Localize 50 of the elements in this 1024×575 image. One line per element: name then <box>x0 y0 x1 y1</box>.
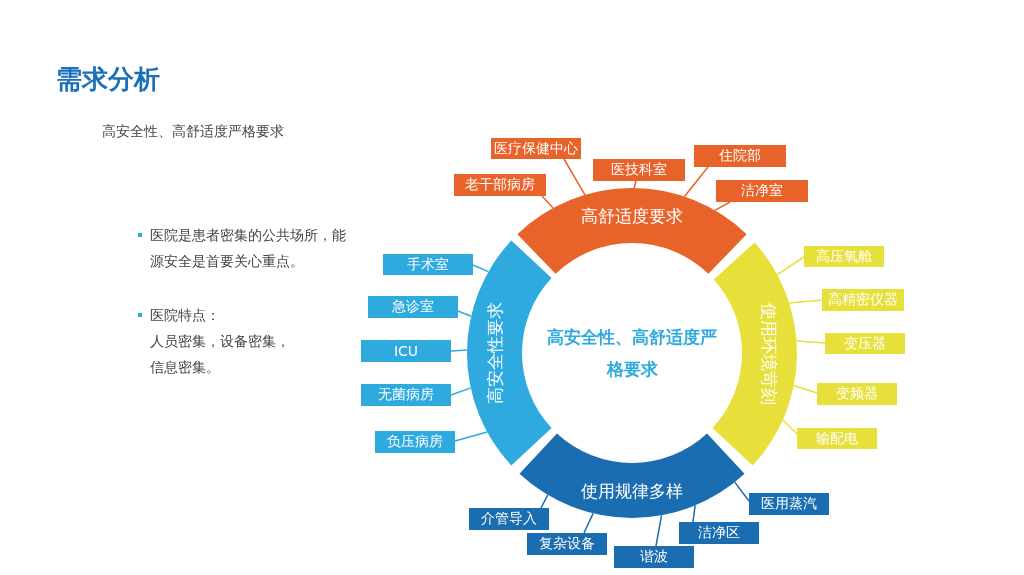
item-box: 住院部 <box>694 145 786 167</box>
item-box: 高压氧舱 <box>804 246 884 267</box>
leader-line <box>692 504 696 523</box>
item-box: 医用蒸汽 <box>749 493 829 515</box>
leader-line <box>733 481 750 502</box>
leader-line <box>583 512 594 534</box>
page-title: 需求分析 <box>56 63 160 96</box>
item-box: ICU <box>361 340 451 362</box>
item-box: 变压器 <box>825 333 905 354</box>
item-box: 输配电 <box>797 428 877 449</box>
leader-line <box>782 419 798 435</box>
leader-line <box>450 349 468 352</box>
bullet-text: 人员密集，设备密集，信息密集。 <box>150 332 291 377</box>
subtitle-text: 高安全性、高舒适度严格要求 <box>102 122 285 141</box>
leader-line <box>563 158 586 196</box>
leader-line <box>776 256 805 276</box>
bullet-text: 医院是患者密集的公共场所，能源安全是首要关心重点。 <box>150 226 347 271</box>
item-box: 负压病房 <box>375 431 455 453</box>
item-box: 手术室 <box>383 254 473 275</box>
leader-line <box>683 166 709 198</box>
segment-label: 高舒适度要求 <box>581 205 683 226</box>
item-box: 老干部病房 <box>454 174 546 196</box>
leader-line <box>450 387 472 396</box>
leader-line <box>788 299 823 304</box>
leader-line <box>655 514 663 547</box>
center-text: 高安全性、高舒适度严格要求 <box>547 321 717 385</box>
leader-line <box>793 384 818 394</box>
leader-line <box>454 431 488 442</box>
leader-line <box>457 310 472 317</box>
segment-label: 使用规律多样 <box>581 480 683 501</box>
item-box: 变频器 <box>817 383 897 405</box>
segment-label: 使用环境苛刻 <box>759 303 780 406</box>
item-box: 谐波 <box>614 546 694 568</box>
leader-line <box>633 180 637 189</box>
item-box: 医技科室 <box>593 159 685 181</box>
item-box: 洁净室 <box>716 180 808 202</box>
leader-line <box>472 264 490 273</box>
item-box: 高精密仪器 <box>822 289 904 311</box>
item-box: 洁净区 <box>679 522 759 544</box>
item-box: 医疗保健中心 <box>491 138 581 159</box>
bullet-text: 医院特点： <box>150 306 221 325</box>
item-box: 介管导入 <box>469 508 549 530</box>
item-box: 无菌病房 <box>361 384 451 406</box>
segment-label: 高安全性要求 <box>484 302 505 404</box>
leader-line <box>714 201 731 212</box>
leader-line <box>541 195 554 209</box>
leader-line <box>795 340 826 344</box>
item-box: 复杂设备 <box>527 533 607 555</box>
item-box: 急诊室 <box>368 296 458 318</box>
leader-line <box>540 494 549 509</box>
